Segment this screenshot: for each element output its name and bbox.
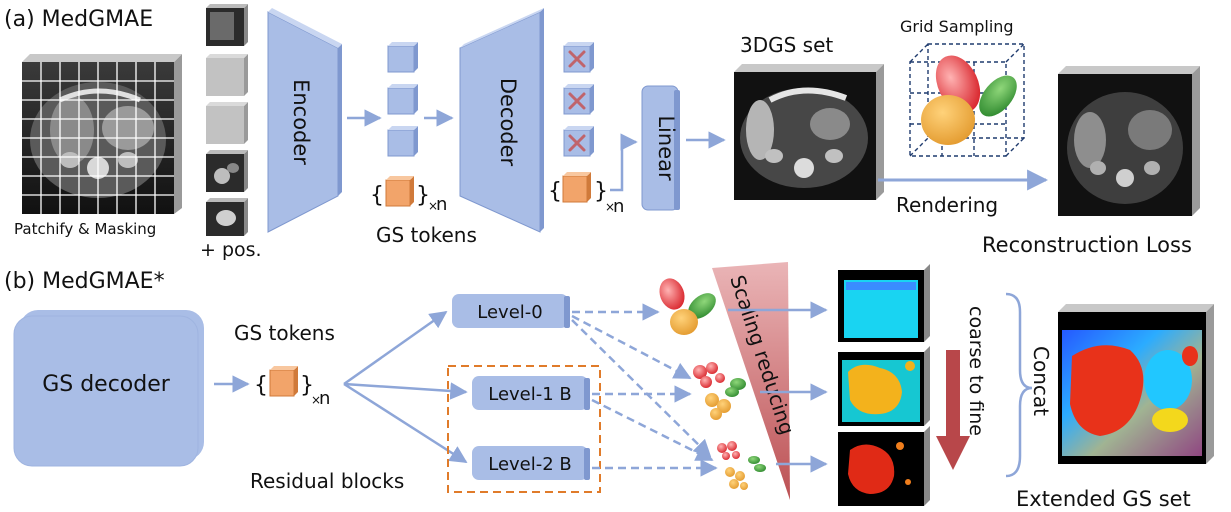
encoder-label: Encoder (289, 79, 313, 165)
gaussian-cluster-level-1 (693, 362, 746, 420)
level-0-map (838, 264, 930, 342)
token-count-b: n (319, 388, 330, 409)
svg-text:}: } (300, 373, 314, 398)
reconstruction-loss-label: Reconstruction Loss (982, 233, 1192, 257)
residual-blocks-label: Residual blocks (250, 469, 404, 493)
patchify-label: Patchify & Masking (14, 220, 156, 238)
gs-token-group-b: { } × n (254, 366, 330, 409)
extended-gs-label: Extended GS set (1016, 487, 1191, 511)
panel-b-label: (b) MedGMAE* (4, 269, 165, 294)
gaussian-blobs (921, 55, 1017, 145)
svg-text:×: × (605, 200, 615, 214)
3dgs-set-image (734, 64, 884, 200)
svg-text:{: { (254, 373, 268, 398)
gaussian-cluster-level-2 (717, 441, 766, 490)
linear-label: Linear (654, 115, 678, 181)
level-2-label: Level-2 B (488, 454, 572, 475)
linear-block (641, 85, 680, 211)
gs-token-group-decoder: { } × n (548, 172, 624, 217)
svg-text:}: } (594, 179, 608, 204)
input-ct-image (22, 54, 182, 214)
reconstruction-image (1058, 66, 1200, 216)
token-count-decoder: n (613, 196, 624, 217)
gs-decoder-block (13, 310, 204, 467)
latent-tokens (387, 42, 418, 157)
encoder-block (267, 8, 342, 233)
level-0-block (452, 294, 570, 328)
svg-text:}: } (416, 183, 430, 208)
arrows-to-maps (728, 301, 828, 473)
grid-sampling-label: Grid Sampling (900, 17, 1014, 36)
svg-text:{: { (548, 179, 562, 204)
token-count-a: n (436, 194, 447, 215)
svg-text:{: { (370, 183, 384, 208)
patch-column (206, 4, 248, 236)
gs-tokens-label-b: GS tokens (234, 321, 335, 345)
masked-tokens (563, 42, 594, 157)
gs-decoder-label: GS decoder (42, 372, 171, 397)
gs-token-group-a: { } × n (370, 176, 447, 215)
extended-gs-image (1058, 304, 1214, 464)
level-1-label: Level-1 B (488, 384, 572, 405)
decoder-block (459, 8, 544, 233)
gs-tokens-label-a: GS tokens (376, 223, 477, 247)
svg-text:×: × (428, 199, 438, 213)
3dgs-set-label: 3DGS set (740, 33, 833, 57)
arrow-to-linear (610, 133, 638, 192)
level-2-map (838, 426, 930, 506)
svg-text:×: × (311, 393, 321, 407)
residual-blocks-frame (447, 365, 601, 493)
coarse-to-fine-arrow (936, 350, 970, 470)
level-1-block (472, 376, 590, 410)
level-1-map (838, 346, 930, 426)
level-0-label: Level-0 (477, 302, 542, 323)
gaussian-cluster-level-0 (659, 278, 716, 335)
scaling-reducing-arrow (712, 262, 790, 500)
coarse-to-fine-label: coarse to fine (965, 306, 987, 436)
dashed-arrows (571, 303, 718, 477)
mask-x-icon (568, 50, 586, 152)
decoder-label: Decoder (496, 78, 520, 167)
concat-brace (1005, 292, 1033, 478)
panel-a-label: (a) MedGMAE (4, 7, 153, 32)
rendering-label: Rendering (896, 193, 998, 217)
pos-label: + pos. (200, 239, 262, 261)
level-2-block (472, 446, 590, 480)
fan-out-arrows (343, 310, 468, 464)
concat-label: Concat (1029, 346, 1053, 416)
